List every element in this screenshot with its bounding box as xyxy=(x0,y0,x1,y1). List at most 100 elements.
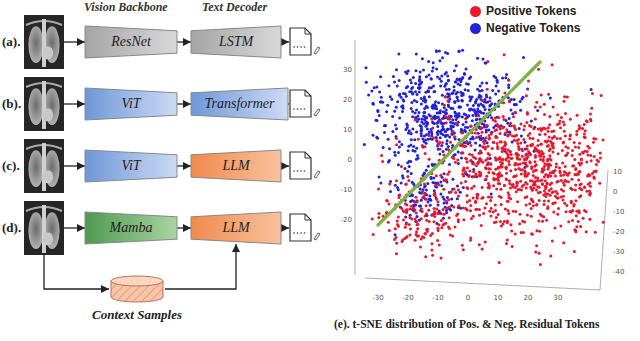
token-point xyxy=(448,115,451,118)
token-point xyxy=(466,160,469,163)
token-point xyxy=(411,181,414,184)
token-point xyxy=(440,144,443,147)
token-point xyxy=(444,111,447,114)
token-point xyxy=(540,143,543,146)
token-point xyxy=(481,161,484,164)
document-dot xyxy=(297,232,299,234)
token-point xyxy=(454,153,457,156)
text-decoder-box: Transformer xyxy=(191,88,288,120)
token-point xyxy=(547,144,550,147)
token-point xyxy=(407,149,410,152)
token-point xyxy=(585,210,588,213)
xray-ground xyxy=(24,77,64,131)
token-point xyxy=(444,178,447,181)
token-point xyxy=(431,254,434,257)
token-point xyxy=(489,104,492,107)
token-point xyxy=(432,66,435,69)
axis-tick: 10 xyxy=(487,294,509,302)
token-point xyxy=(432,115,435,118)
token-point xyxy=(576,172,579,175)
token-point xyxy=(484,108,487,111)
token-point xyxy=(489,163,492,166)
token-point xyxy=(545,185,548,188)
token-point xyxy=(442,133,445,136)
token-point xyxy=(433,193,436,196)
token-point xyxy=(462,123,465,126)
token-point xyxy=(484,166,487,169)
cylinder-shape xyxy=(109,274,165,304)
token-point xyxy=(462,248,465,251)
token-point xyxy=(541,183,544,186)
token-point xyxy=(542,169,545,172)
token-point xyxy=(443,104,446,107)
token-point xyxy=(537,68,540,71)
token-point xyxy=(520,123,523,126)
token-point xyxy=(501,158,504,161)
plot-axis xyxy=(355,40,356,275)
token-point xyxy=(457,189,460,192)
token-point xyxy=(384,124,387,127)
token-point xyxy=(546,205,549,208)
token-point xyxy=(416,215,419,218)
token-point xyxy=(549,183,552,186)
token-point xyxy=(531,189,534,192)
token-point xyxy=(516,200,519,203)
axis-tick: 20 xyxy=(517,294,539,302)
token-point xyxy=(466,208,469,211)
token-point xyxy=(456,95,459,98)
token-point xyxy=(514,103,517,106)
token-point xyxy=(514,111,517,114)
token-point xyxy=(535,244,538,247)
token-point xyxy=(478,243,481,246)
token-point xyxy=(478,152,481,155)
token-point xyxy=(420,103,423,106)
token-point xyxy=(450,197,453,200)
token-point xyxy=(452,206,455,209)
box-label: ResNet xyxy=(111,34,151,50)
token-point xyxy=(589,192,592,195)
token-point xyxy=(591,172,594,175)
token-point xyxy=(424,91,427,94)
token-point xyxy=(380,154,383,157)
token-point xyxy=(435,198,438,201)
token-point xyxy=(504,208,507,211)
token-point xyxy=(590,88,593,91)
token-point xyxy=(446,52,449,55)
token-point xyxy=(514,175,517,178)
token-point xyxy=(444,96,447,99)
token-point xyxy=(489,96,492,99)
token-point xyxy=(551,239,554,242)
token-point xyxy=(379,101,382,104)
token-point xyxy=(415,69,418,72)
token-point xyxy=(479,171,482,174)
token-point xyxy=(479,138,482,141)
token-point xyxy=(428,113,431,116)
token-point xyxy=(562,199,565,202)
token-point xyxy=(442,217,445,220)
token-point xyxy=(485,95,488,98)
document-dot xyxy=(304,232,306,234)
token-point xyxy=(479,85,482,88)
token-point xyxy=(562,121,565,124)
token-point xyxy=(471,119,474,122)
token-point xyxy=(486,60,489,63)
token-point xyxy=(427,201,430,204)
token-point xyxy=(497,213,500,216)
token-point xyxy=(426,121,429,124)
token-point xyxy=(539,158,542,161)
token-point xyxy=(520,98,523,101)
token-point xyxy=(443,213,446,216)
token-point xyxy=(493,172,496,175)
token-point xyxy=(497,116,500,119)
token-point xyxy=(472,197,475,200)
token-point xyxy=(509,122,512,125)
token-point xyxy=(382,146,385,149)
token-point xyxy=(532,174,535,177)
token-point xyxy=(430,132,433,135)
token-point xyxy=(424,233,427,236)
token-point xyxy=(476,118,479,121)
token-point xyxy=(398,196,401,199)
token-point xyxy=(525,203,528,206)
token-point xyxy=(548,115,551,118)
token-point xyxy=(580,183,583,186)
